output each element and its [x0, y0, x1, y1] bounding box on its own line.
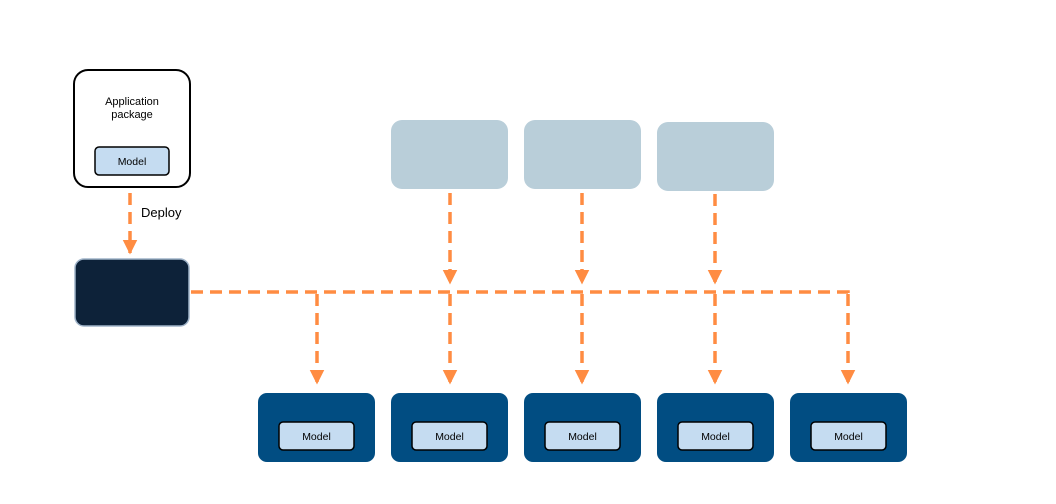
node-model-label: Model: [701, 431, 730, 443]
deploy-target-box: [74, 258, 190, 327]
distribution-line: [191, 290, 850, 295]
application-package-title-line2: package: [111, 109, 153, 121]
node-model-box: [544, 421, 621, 451]
node-model-label: Model: [568, 431, 597, 443]
node-5: Model: [790, 393, 907, 462]
application-package-title-line1: Application: [105, 96, 159, 108]
source-box-3: [657, 122, 774, 191]
node-model-box: [677, 421, 754, 451]
node-model-box: [278, 421, 355, 451]
source-box-1: [391, 120, 508, 189]
application-package: Application package Model: [73, 69, 191, 188]
node-3: Model: [524, 393, 641, 462]
node-model-label: Model: [435, 431, 464, 443]
node-4: Model: [657, 393, 774, 462]
node-model-label: Model: [834, 431, 863, 443]
node-2: Model: [391, 393, 508, 462]
node-1: Model: [258, 393, 375, 462]
node-model-box: [810, 421, 887, 451]
node-model-label: Model: [302, 431, 331, 443]
package-model-box: [94, 146, 170, 176]
deploy-label: Deploy: [141, 205, 182, 220]
source-box-2: [524, 120, 641, 189]
node-model-box: [411, 421, 488, 451]
package-model-label: Model: [118, 156, 147, 168]
